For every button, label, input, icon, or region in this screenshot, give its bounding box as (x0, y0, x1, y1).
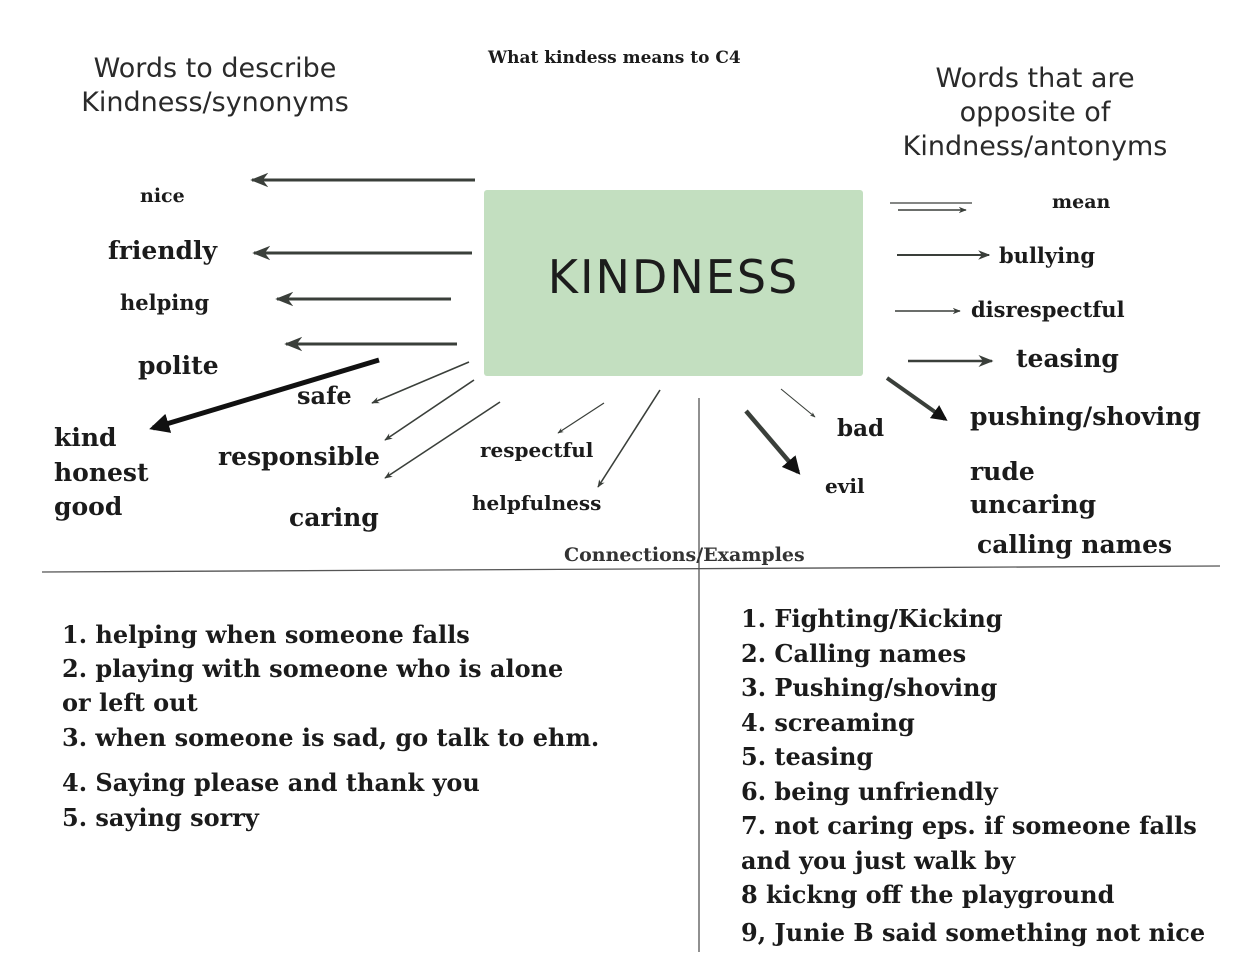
center-label: KINDNESS (547, 250, 800, 304)
synonym-helping: helping (120, 290, 210, 315)
list-item: 2. Calling names (741, 638, 967, 668)
list-item: 4. screaming (741, 707, 915, 737)
synonym-respectful: respectful (480, 438, 594, 462)
antonym-bad: bad (837, 415, 885, 442)
antonym-calling-names: calling names (977, 530, 1173, 559)
synonym-safe: safe (297, 381, 352, 410)
kindness-center-box: KINDNESS (484, 190, 863, 376)
list-item: 6. being unfriendly (741, 776, 998, 806)
synonym-polite: polite (138, 351, 219, 380)
antonym-uncaring: uncaring (970, 490, 1097, 519)
synonym-honest: honest (54, 458, 149, 487)
arrow-to-respectful (557, 402, 605, 434)
antonym-teasing: teasing (1016, 344, 1119, 373)
antonym-disrespectful: disrespectful (971, 297, 1125, 322)
synonym-responsible: responsible (218, 442, 380, 471)
kind-examples-list: 1. helping when someone falls 2. playing… (62, 620, 599, 837)
unkind-examples-list: 1. Fighting/Kicking 2. Calling names 3. … (741, 604, 1205, 952)
antonym-bullying: bullying (999, 243, 1096, 268)
list-item: or left out (62, 688, 198, 717)
synonym-kind: kind (54, 423, 117, 452)
arrow-to-pushing (885, 376, 948, 421)
diagram-title: What kindess means to C4 (488, 48, 741, 68)
antonym-mean: mean (1052, 191, 1111, 213)
antonym-rude: rude (970, 457, 1035, 486)
arrow-to-bad (780, 388, 816, 418)
arrow-to-helpfulness (597, 389, 661, 488)
horizontal-divider (41, 565, 1221, 573)
arrow-to-caring (384, 401, 501, 479)
arrow-to-safe (371, 361, 470, 404)
arrow-to-evil (744, 409, 801, 475)
antonym-evil: evil (825, 474, 865, 498)
synonym-good: good (54, 492, 123, 521)
list-item: 9, Junie B said something not nice (741, 918, 1206, 947)
list-item: 2. playing with someone who is alone (62, 654, 564, 683)
list-item: 8 kickng off the playground (741, 880, 1115, 909)
list-item: 7. not caring eps. if someone falls (741, 811, 1197, 840)
list-item: 1. Fighting/Kicking (741, 604, 1003, 633)
list-item: 3. Pushing/shoving (741, 673, 998, 702)
synonym-helpfulness: helpfulness (472, 491, 602, 515)
antonyms-heading: Words that are opposite of Kindness/anto… (902, 63, 1168, 162)
list-item: 5. teasing (741, 742, 874, 771)
arrow-to-kind (149, 357, 380, 433)
connections-heading: Connections/Examples (564, 544, 805, 566)
synonym-nice: nice (140, 185, 185, 207)
list-item: and you just walk by (741, 845, 1016, 875)
antonym-pushing-shoving: pushing/shoving (970, 402, 1201, 431)
list-item: 5. saying sorry (62, 803, 259, 832)
list-item: 4. Saying please and thank you (62, 768, 480, 797)
synonym-friendly: friendly (108, 236, 218, 265)
synonym-caring: caring (289, 503, 379, 532)
arrow-to-responsible (384, 379, 475, 441)
list-item: 3. when someone is sad, go talk to ehm. (62, 723, 600, 752)
list-item: 1. helping when someone falls (62, 620, 470, 649)
synonyms-heading: Words to describe Kindness/synonyms (81, 53, 349, 118)
